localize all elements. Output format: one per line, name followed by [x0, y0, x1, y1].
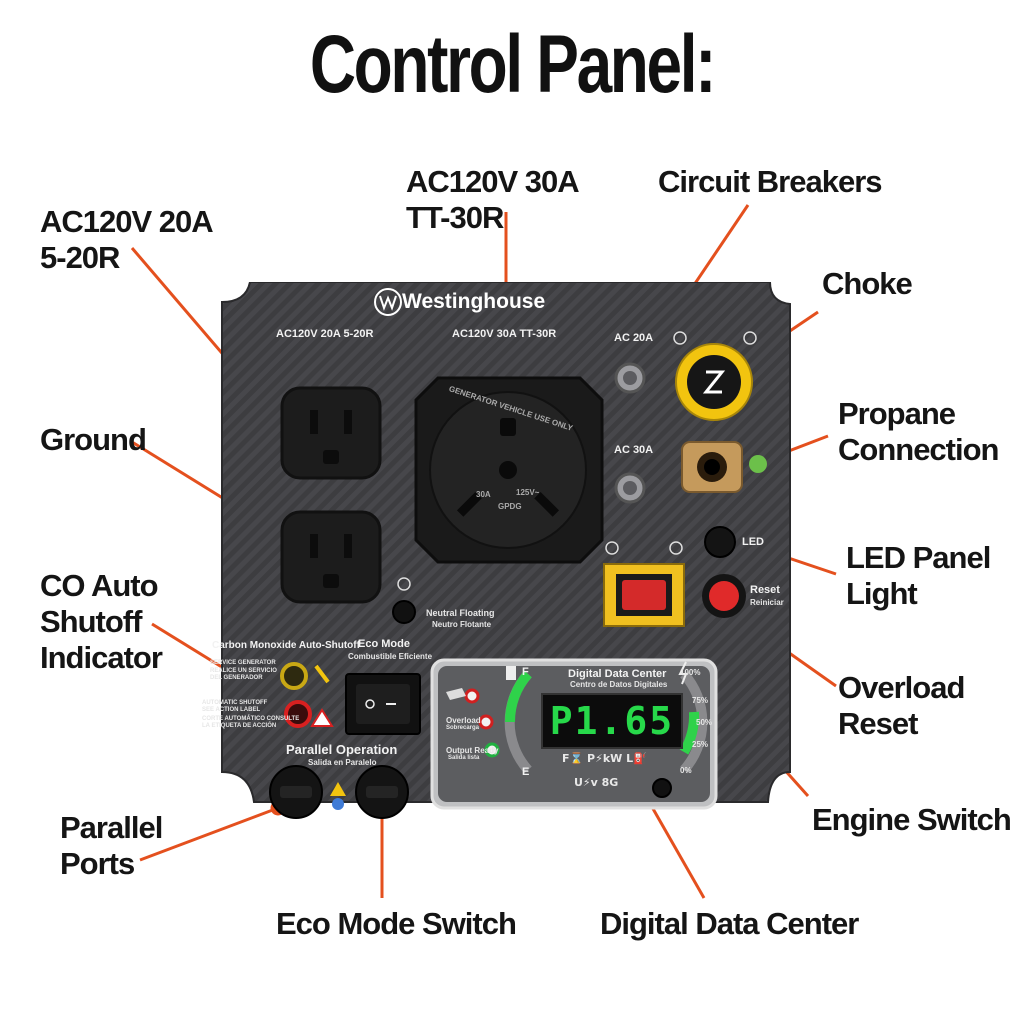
callout-led-light: LED Panel Light — [846, 540, 991, 611]
led-light-button — [704, 526, 736, 558]
callout-ac30a: AC120V 30A TT-30R — [406, 164, 580, 235]
co-auto-es-2: LA ETIQUETA DE ACCIÓN — [202, 723, 277, 729]
load-50-label: 50% — [696, 718, 713, 727]
reset-sub-label: Reiniciar — [750, 598, 784, 607]
rv-rating-1: 30A — [476, 490, 491, 499]
load-gauge-arc — [680, 670, 708, 774]
co-service-es-1: REALICE UN SERVICIO — [210, 668, 277, 674]
co-service-indicator — [280, 662, 308, 690]
co-service-es-2: DEL GENERADOR — [210, 675, 263, 681]
callout-digital-data-center: Digital Data Center — [600, 906, 859, 941]
ddc-mode-button — [652, 778, 672, 798]
ground-icon — [397, 577, 411, 591]
fuel-pump-icon — [506, 666, 516, 680]
load-100-label: 100% — [680, 668, 701, 677]
brand-logo-icon — [374, 288, 402, 316]
eco-mode-sub: Combustible Eficiente — [348, 652, 433, 661]
parallel-info-icon — [332, 798, 344, 810]
page-title: Control Panel: — [309, 19, 717, 110]
rv-rating-3: GPDG — [498, 502, 522, 511]
callout-eco-switch: Eco Mode Switch — [276, 906, 517, 941]
callout-ground: Ground — [40, 422, 147, 457]
co-auto-es-1: CORTE AUTOMÁTICO CONSULTE — [202, 716, 300, 722]
load-25-label: 25% — [692, 740, 709, 749]
breaker-30a-label: AC 30A — [614, 444, 654, 456]
wrench-icon — [314, 664, 330, 684]
callout-circuit-breakers: Circuit Breakers — [658, 164, 883, 199]
co-warning-icon — [310, 708, 334, 727]
breaker-20a-label: AC 20A — [614, 332, 654, 344]
fuel-empty-label: E — [522, 766, 530, 778]
leader-parallel — [139, 806, 279, 862]
choke-off-icon — [673, 331, 687, 345]
lcd-icons-row-1: F⌛ P⚡kW L⛽ — [562, 752, 647, 765]
co-label: Carbon Monoxide Auto-Shutoff — [212, 640, 360, 651]
ground-terminal — [392, 600, 416, 624]
load-75-label: 75% — [692, 696, 709, 705]
eco-mode-label: Eco Mode — [358, 638, 410, 650]
lcd-screen — [541, 693, 683, 749]
overload-label: Overload — [446, 716, 481, 725]
parallel-sub: Salida en Paralelo — [308, 758, 377, 767]
callout-co-shutoff: CO Auto Shutoff Indicator — [40, 568, 163, 675]
callout-choke: Choke — [822, 266, 913, 301]
overload-led — [478, 714, 494, 730]
engine-on-icon — [669, 541, 683, 555]
led-label: LED — [742, 536, 764, 548]
engine-off-icon — [605, 541, 619, 555]
ddc-title: Digital Data Center — [568, 668, 667, 680]
outlet-30a-label: AC120V 30A TT-30R — [452, 328, 557, 340]
output-ready-label: Output Ready — [446, 746, 499, 755]
callout-ac20a: AC120V 20A 5-20R — [40, 204, 214, 275]
outlet-20a-bottom — [280, 510, 382, 604]
lcd-readout: P1.65 — [549, 699, 675, 743]
overload-sub: Sobrecarga — [446, 725, 480, 731]
propane-icon — [749, 455, 767, 473]
neutral-floating-sub: Neutro Flotante — [432, 620, 492, 629]
engine-switch-rocker — [622, 580, 666, 610]
control-panel: Westinghouse AC120V 20A 5-20R AC120V 30A… — [202, 282, 810, 842]
rv-rating-2: 125V~ — [516, 488, 540, 497]
choke-on-icon — [743, 331, 757, 345]
co-service-label: SERVICE GENERATOR — [210, 660, 276, 666]
panel-graphic — [221, 282, 791, 819]
callout-propane: Propane Connection — [838, 396, 999, 467]
ddc-sub: Centro de Datos Digitales — [570, 680, 668, 689]
output-ready-led — [484, 742, 500, 758]
callout-overload-reset: Overload Reset — [838, 670, 965, 741]
co-auto-label-2: SEE ACTION LABEL — [202, 707, 261, 713]
load-0-label: 0% — [680, 766, 692, 775]
lcd-icons-row-2: U⚡v 8G — [574, 776, 619, 789]
parallel-label: Parallel Operation — [286, 742, 398, 757]
brand-name: Westinghouse — [402, 290, 546, 313]
bolt-icon — [678, 661, 688, 685]
outlet-20a-label: AC120V 20A 5-20R — [276, 328, 374, 340]
neutral-floating-label: Neutral Floating — [426, 608, 495, 618]
reset-label: Reset — [750, 584, 780, 596]
callout-parallel-ports: Parallel Ports — [60, 810, 163, 881]
outlet-20a-top — [280, 386, 382, 480]
parallel-warning-icon — [330, 782, 346, 796]
co-auto-label: AUTOMATIC SHUTOFF — [202, 700, 268, 706]
callout-engine-switch: Engine Switch — [812, 802, 1012, 837]
overload-indicator-led — [464, 688, 480, 704]
fuel-full-label: F — [522, 666, 529, 678]
co-shutoff-indicator — [284, 700, 312, 728]
eco-switch-rocker — [356, 684, 410, 724]
output-ready-sub: Salida lista — [448, 755, 480, 761]
oil-can-icon — [446, 688, 466, 700]
